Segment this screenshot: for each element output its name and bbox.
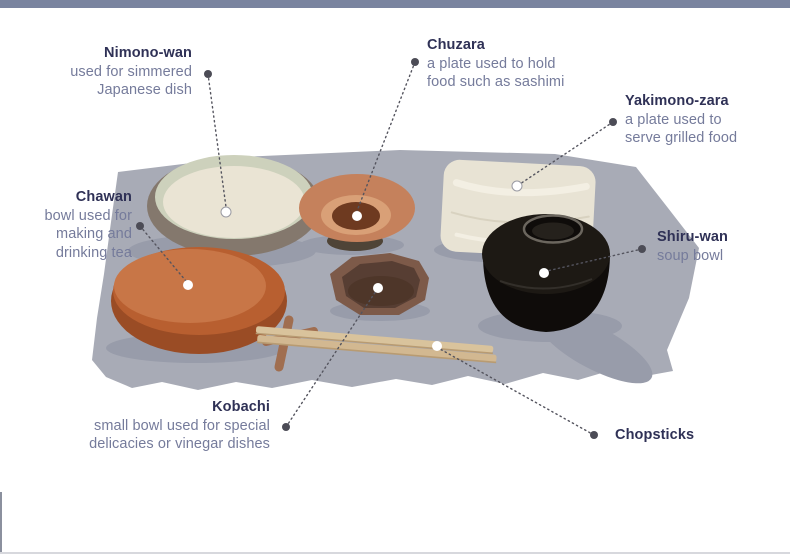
item-dot-nimono-wan <box>220 206 232 218</box>
label-chuzara: Chuzara a plate used to hold food such a… <box>427 36 564 92</box>
item-dot-kobachi <box>373 283 383 293</box>
leader-kobachi <box>285 290 377 428</box>
leader-lines <box>139 61 643 436</box>
label-description: a plate used to serve grilled food <box>625 111 738 147</box>
item-dot-chuzara <box>352 211 362 221</box>
leader-shiru-wan <box>546 248 643 272</box>
label-title: Yakimono-zara <box>625 93 729 109</box>
label-chawan: Chawan bowl used for making and drinking… <box>14 188 132 262</box>
leader-yakimono-zara <box>519 121 614 185</box>
label-title: Nimono-wan <box>104 45 192 61</box>
shiru-wan-bowl <box>482 214 610 332</box>
leader-chopsticks <box>439 348 595 436</box>
page-bottom-rule <box>0 552 790 554</box>
item-dot-chopsticks <box>432 341 442 351</box>
label-title: Shiru-wan <box>657 229 728 245</box>
label-description: used for simmered Japanese dish <box>70 63 192 99</box>
label-yakimono-zara: Yakimono-zara a plate used to serve gril… <box>625 92 737 148</box>
label-kobachi: Kobachi small bowl used for special deli… <box>40 398 270 454</box>
anchor-dot-yakimono-zara <box>609 118 617 126</box>
label-description: soup bowl <box>657 247 724 264</box>
label-title: Chopsticks <box>615 427 695 443</box>
anchor-dot-chawan <box>136 222 144 230</box>
top-border-bar <box>0 0 790 8</box>
label-title: Chuzara <box>427 37 485 53</box>
page-left-edge-line <box>0 492 2 552</box>
nimono-wan-bowl <box>147 155 321 256</box>
anchor-dot-chopsticks <box>590 431 598 439</box>
label-description: small bowl used for special delicacies o… <box>89 417 270 453</box>
label-chopsticks: Chopsticks <box>615 426 694 445</box>
label-description: a plate used to hold food such as sashim… <box>427 55 565 91</box>
chawan-bowl <box>111 247 287 354</box>
item-dot-yakimono-zara <box>511 180 523 192</box>
leader-nimono-wan <box>207 73 227 208</box>
anchor-dot-shiru-wan <box>638 245 646 253</box>
label-nimono-wan: Nimono-wan used for simmered Japanese di… <box>30 44 192 100</box>
anchor-dot-chuzara <box>411 58 419 66</box>
leader-chuzara <box>356 61 416 212</box>
item-dot-chawan <box>183 280 193 290</box>
anchor-dot-nimono-wan <box>204 70 212 78</box>
item-dot-shiru-wan <box>539 268 549 278</box>
label-title: Chawan <box>75 189 132 205</box>
label-title: Kobachi <box>212 399 270 415</box>
label-shiru-wan: Shiru-wan soup bowl <box>657 228 728 265</box>
label-description: bowl used for making and drinking tea <box>44 207 132 261</box>
label-anchor-dots <box>136 58 646 439</box>
anchor-dot-kobachi <box>282 423 290 431</box>
item-anchor-dots <box>183 180 549 351</box>
